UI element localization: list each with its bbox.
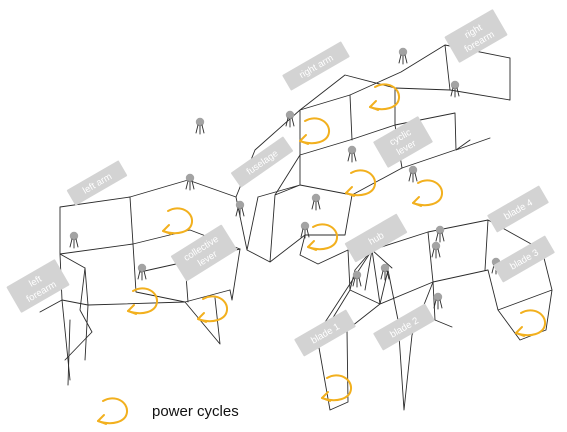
label-hub: hub <box>344 213 408 263</box>
power-cycle-arrow <box>515 309 547 337</box>
label-right-arm: right arm <box>282 41 350 91</box>
label-blade-4: blade 4 <box>487 185 549 233</box>
legend-cycle-icon <box>97 397 129 425</box>
power-cycle-arrow <box>299 117 331 145</box>
node-marker <box>435 225 445 243</box>
power-cycle-arrow <box>127 287 159 315</box>
node-marker <box>285 110 295 128</box>
label-cyclic-lever: cyclic lever <box>373 116 433 168</box>
wireframe <box>39 44 553 411</box>
node-marker <box>347 145 357 163</box>
node-marker <box>450 80 460 98</box>
label-blade-3: blade 3 <box>493 235 555 283</box>
power-cycle-arrow <box>162 207 194 235</box>
node-marker <box>300 221 310 239</box>
power-cycle-arrow <box>412 179 444 207</box>
node-marker <box>433 292 443 310</box>
node-marker <box>408 165 418 183</box>
power-cycles <box>127 83 547 402</box>
node-marker <box>311 193 321 211</box>
node-marker <box>185 173 195 191</box>
label-right-forearm: right forearm <box>444 9 508 63</box>
power-cycle-arrow <box>321 374 353 402</box>
node-markers <box>69 47 501 310</box>
node-marker <box>137 263 147 281</box>
node-marker <box>195 117 205 135</box>
legend: power cycles <box>97 397 239 425</box>
label-collective-lever: collective lever <box>170 224 238 282</box>
node-marker <box>235 200 245 218</box>
power-cycle-arrow <box>197 295 229 323</box>
node-marker <box>69 231 79 249</box>
node-marker <box>380 263 390 281</box>
node-marker <box>352 270 362 288</box>
legend-label: power cycles <box>152 403 239 420</box>
power-cycle-arrow <box>307 223 339 251</box>
label-blade-2: blade 2 <box>373 303 435 351</box>
power-cycle-arrow <box>345 169 377 197</box>
power-cycle-arrow <box>369 83 401 111</box>
component-labels: left forearm left arm fuselage collectiv… <box>6 9 555 357</box>
node-marker <box>431 241 441 259</box>
node-marker <box>398 47 408 65</box>
